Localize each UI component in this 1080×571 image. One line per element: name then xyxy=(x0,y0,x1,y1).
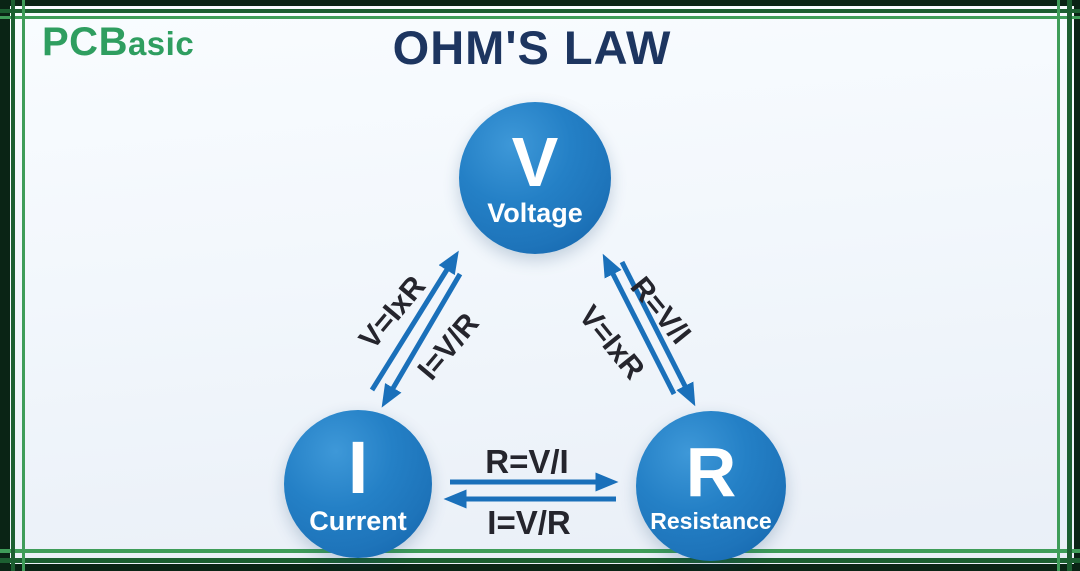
page-title: OHM'S LAW xyxy=(392,21,672,74)
resistance-symbol: R xyxy=(685,433,737,512)
formula-i-equals-vr-bottom: I=V/R xyxy=(487,504,571,541)
frame-line-left-light xyxy=(22,0,25,571)
brand-logo-bold: PCB xyxy=(42,20,128,64)
node-current: I Current xyxy=(284,410,432,558)
current-symbol: I xyxy=(347,426,369,510)
frame-line-right-dark xyxy=(1067,0,1072,571)
frame-line-right-light xyxy=(1057,0,1060,571)
brand-logo-rest: asic xyxy=(127,25,195,62)
frame-line-top-dark xyxy=(0,9,1080,13)
frame-line-top-light xyxy=(0,16,1080,19)
formula-r-equals-vi-bottom: R=V/I xyxy=(485,443,569,480)
frame-line-bottom-light xyxy=(0,549,1080,553)
node-voltage: V Voltage xyxy=(459,102,611,254)
current-label: Current xyxy=(309,505,407,536)
resistance-label: Resistance xyxy=(650,507,772,534)
voltage-label: Voltage xyxy=(487,197,583,228)
voltage-symbol: V xyxy=(511,123,559,202)
node-resistance: R Resistance xyxy=(636,411,786,561)
frame-line-left-dark xyxy=(11,0,15,571)
content-background xyxy=(10,6,1074,564)
frame-line-bottom-dark xyxy=(0,558,1080,563)
